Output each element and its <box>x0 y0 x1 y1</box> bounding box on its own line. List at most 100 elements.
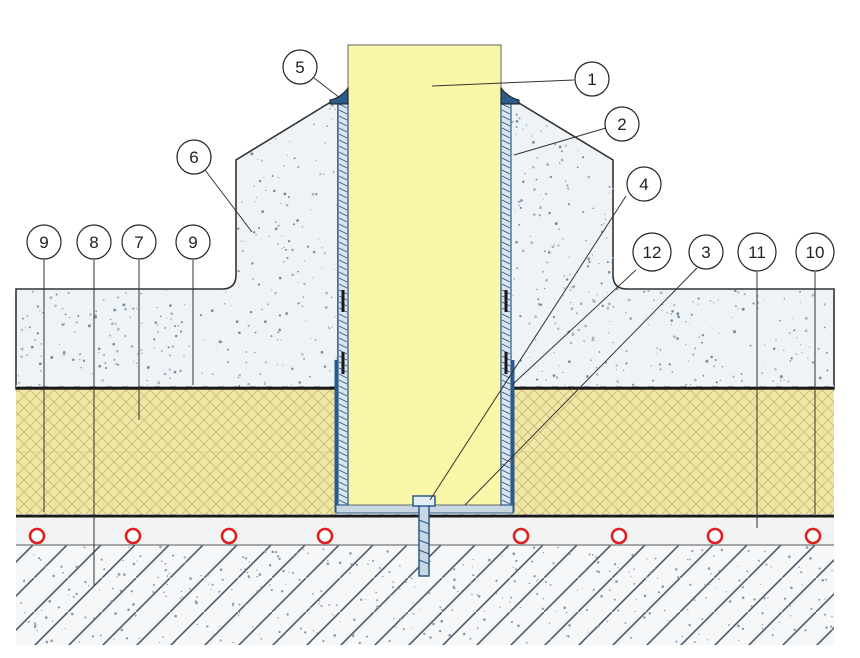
seal-tick <box>501 157 511 163</box>
speckle <box>821 578 825 582</box>
speckle <box>753 598 756 601</box>
speckle <box>688 624 690 626</box>
speckle <box>157 576 160 579</box>
heating-pipes <box>28 527 822 545</box>
speckle <box>153 338 156 341</box>
speckle <box>608 185 611 188</box>
speckle <box>99 634 102 637</box>
speckle <box>117 363 120 366</box>
speckle <box>254 351 256 354</box>
speckle <box>239 568 242 571</box>
speckle <box>534 315 537 318</box>
callout-bubbles: 1 2 3 4 5 6 7 8 9 9 10 11 12 <box>26 49 835 272</box>
seal-tick <box>338 151 348 157</box>
speckle <box>314 338 317 341</box>
speckle <box>40 369 42 372</box>
speckle <box>303 282 306 286</box>
speckle <box>762 361 764 363</box>
speckle <box>772 347 776 350</box>
speckle <box>183 355 185 358</box>
speckle <box>20 355 23 358</box>
speckle <box>801 584 803 586</box>
speckle <box>604 218 607 221</box>
speckle <box>687 609 689 611</box>
speckle <box>591 338 595 342</box>
callout-3: 3 <box>688 234 724 270</box>
seal-tick <box>501 241 511 247</box>
speckle <box>583 339 586 343</box>
speckle <box>692 353 695 356</box>
speckle <box>288 571 290 573</box>
seal-tick <box>501 283 511 289</box>
speckle <box>689 558 691 561</box>
speckle <box>177 325 179 327</box>
speckle <box>297 281 299 283</box>
speckle <box>553 143 557 146</box>
speckle <box>693 347 697 350</box>
speckle <box>770 566 772 568</box>
speckle <box>566 184 569 187</box>
seal-tick <box>501 145 511 151</box>
speckle <box>278 328 282 332</box>
speckle <box>691 550 694 553</box>
callout-6: 6 <box>176 139 212 175</box>
speckle <box>646 612 648 614</box>
speckle <box>259 373 262 376</box>
speckle <box>237 269 240 273</box>
seal-tick <box>501 247 511 253</box>
speckle <box>471 566 473 567</box>
speckle <box>772 628 774 630</box>
speckle <box>648 612 652 615</box>
speckle <box>110 600 113 603</box>
speckle <box>62 351 66 354</box>
seal-tick <box>501 229 511 235</box>
speckle <box>40 343 42 345</box>
speckle <box>329 108 331 110</box>
seal-tick <box>501 457 511 463</box>
speckle <box>20 347 24 351</box>
speckle <box>771 634 774 637</box>
speckle <box>315 159 317 162</box>
speckle <box>589 243 591 245</box>
speckle <box>718 332 720 334</box>
speckle <box>297 302 300 305</box>
speckle <box>517 200 521 203</box>
seal-tick <box>338 103 348 109</box>
speckle <box>518 204 520 207</box>
speckle <box>517 624 520 628</box>
speckle <box>101 379 104 382</box>
speckle <box>477 595 481 598</box>
speckle <box>510 596 513 599</box>
speckle <box>318 238 320 240</box>
speckle <box>484 610 486 612</box>
speckle <box>783 379 785 381</box>
speckle <box>61 323 64 326</box>
seal-tick <box>338 439 348 445</box>
speckle <box>606 237 608 239</box>
speckle <box>546 261 548 264</box>
speckle <box>279 202 282 205</box>
speckle <box>427 591 431 595</box>
speckle <box>615 580 618 583</box>
seal-tick <box>501 391 511 397</box>
speckle <box>743 293 746 296</box>
speckle <box>658 363 662 366</box>
speckle <box>171 345 175 348</box>
seal-tick <box>338 499 348 505</box>
speckle <box>512 552 516 556</box>
speckle <box>606 620 609 623</box>
speckle <box>188 587 191 590</box>
speckle <box>331 119 333 121</box>
seal-tick <box>338 391 348 397</box>
speckle <box>657 577 659 579</box>
speckle <box>750 605 753 608</box>
speckle <box>125 292 127 294</box>
speckle <box>399 588 401 590</box>
speckle <box>98 589 101 591</box>
seal-tick <box>338 109 348 115</box>
speckle <box>670 323 673 326</box>
speckle <box>180 321 183 324</box>
speckle <box>117 573 121 576</box>
speckle <box>746 570 749 573</box>
speckle <box>684 320 687 323</box>
